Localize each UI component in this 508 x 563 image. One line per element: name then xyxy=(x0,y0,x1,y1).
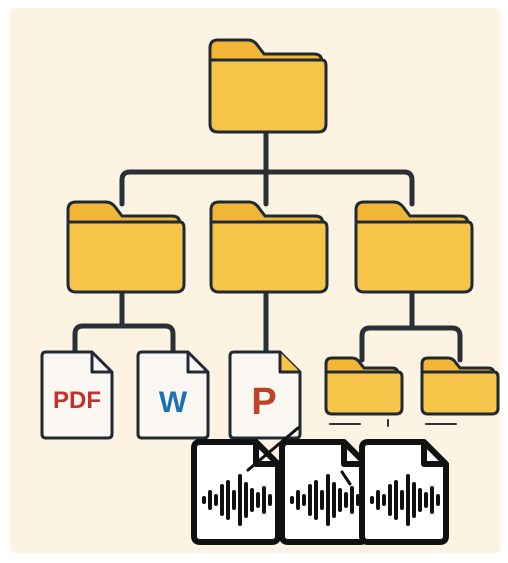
waveform-icon xyxy=(290,474,360,526)
waveform-icon xyxy=(370,474,440,526)
audio-file-2-icon[interactable] xyxy=(279,439,369,545)
word-label: W xyxy=(159,386,188,419)
pdf-label: PDF xyxy=(53,387,101,414)
ppt-corner xyxy=(280,352,300,372)
powerpoint-file-icon[interactable]: P xyxy=(228,350,302,440)
stray-connector xyxy=(246,426,300,472)
folder-right-icon[interactable] xyxy=(354,200,474,294)
connector-lines xyxy=(72,129,463,363)
subfolder-shadows xyxy=(329,419,457,427)
subfolder-2-icon[interactable] xyxy=(420,356,500,416)
waveform-icon xyxy=(202,474,272,526)
audio-files-group xyxy=(191,426,449,545)
root-folder-icon[interactable] xyxy=(208,38,328,134)
subfolder-1-icon[interactable] xyxy=(324,356,404,416)
powerpoint-label: P xyxy=(251,381,276,423)
folder-middle-icon[interactable] xyxy=(209,200,329,294)
audio-file-3-icon[interactable] xyxy=(359,439,449,545)
audio-file-1-icon[interactable] xyxy=(191,439,281,545)
stray-connector xyxy=(340,470,352,486)
folder-left-icon[interactable] xyxy=(66,200,186,294)
pdf-file-icon[interactable]: PDF xyxy=(40,350,114,440)
connector-line xyxy=(72,323,176,357)
word-file-icon[interactable]: W xyxy=(136,350,210,440)
connector-line xyxy=(359,325,463,363)
